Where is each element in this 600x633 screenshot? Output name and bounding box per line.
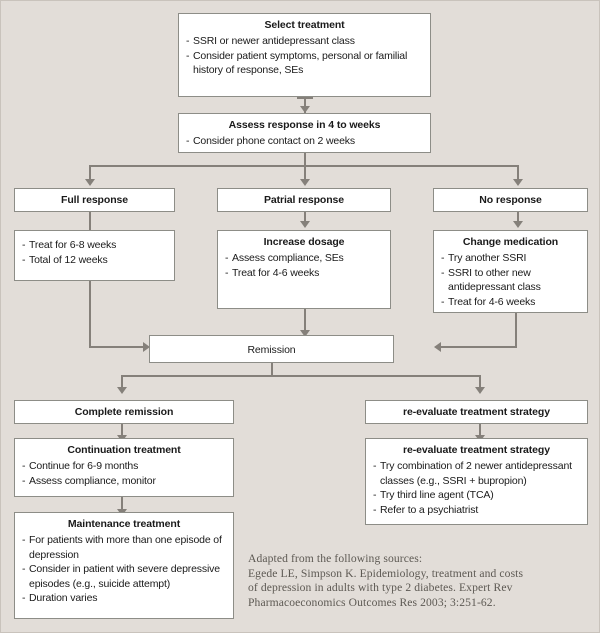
connector-partial-to-increase (304, 212, 306, 223)
list-item: Consider in patient with severe depressi… (22, 562, 226, 591)
connector-full-plan-down (89, 281, 91, 347)
node-no-response[interactable]: No response (433, 188, 588, 212)
node-maintenance-treatment[interactable]: Maintenance treatment For patients with … (14, 512, 234, 619)
partial-response-title: Patrial response (263, 194, 345, 206)
connector-two-way-split-bar (121, 375, 481, 377)
connector-split-left-drop (89, 165, 91, 181)
node-increase-dosage[interactable]: Increase dosage Assess compliance, SEs T… (217, 230, 391, 309)
connector-assess-down (304, 153, 306, 167)
list-item: SSRI to other new antidepressant class (441, 266, 580, 295)
citation-line-2: Egede LE, Simpson K. Epidemiology, treat… (248, 566, 524, 580)
increase-dosage-bullets: Assess compliance, SEs Treat for 4-6 wee… (225, 251, 383, 280)
arrowhead-remission-from-right (434, 342, 441, 352)
arrowhead-remission-from-left (143, 342, 150, 352)
arrowhead-increase-dosage (300, 221, 310, 228)
node-remission[interactable]: Remission (149, 335, 394, 363)
full-response-title: Full response (61, 194, 128, 206)
no-response-title: No response (479, 194, 542, 206)
connector-change-med-left (441, 346, 517, 348)
node-full-response-plan[interactable]: Treat for 6-8 weeks Total of 12 weeks (14, 230, 175, 281)
list-item: SSRI or newer antidepressant class (186, 34, 423, 49)
list-item: Treat for 4-6 weeks (225, 266, 383, 281)
connector-full-response-to-plan (89, 212, 91, 230)
list-item: Treat for 4-6 weeks (441, 295, 580, 310)
arrowhead-change-medication (513, 221, 523, 228)
arrowhead-full-response (85, 179, 95, 186)
citation-line-1: Adapted from the following sources: (248, 552, 423, 565)
remission-label: Remission (247, 344, 296, 356)
connector-split-center-drop (304, 165, 306, 181)
connector-full-plan-right (89, 346, 144, 348)
citation-line-4: Pharmacoeconomics Outcomes Res 2003; 3:2… (248, 595, 496, 609)
list-item: Total of 12 weeks (22, 253, 167, 268)
list-item: Treat for 6-8 weeks (22, 238, 167, 253)
list-item: Try combination of 2 newer antidepressan… (373, 459, 580, 488)
arrowhead-partial-response (300, 179, 310, 186)
node-full-response[interactable]: Full response (14, 188, 175, 212)
node-select-treatment[interactable]: Select treatment SSRI or newer antidepre… (178, 13, 431, 97)
list-item: Consider patient symptoms, personal or f… (186, 49, 423, 78)
list-item: Assess compliance, monitor (22, 474, 226, 489)
reevaluate-header-title: re-evaluate treatment strategy (403, 406, 550, 418)
connector-split-left-branch (121, 375, 123, 389)
connector-no-response-to-change (517, 212, 519, 223)
maintenance-treatment-title: Maintenance treatment (67, 518, 181, 530)
arrowhead-assess-response (300, 106, 310, 113)
node-continuation-treatment[interactable]: Continuation treatment Continue for 6-9 … (14, 438, 234, 497)
list-item: Duration varies (22, 591, 226, 606)
select-treatment-bullets: SSRI or newer antidepressant class Consi… (186, 34, 423, 78)
arrowhead-remission-from-top (300, 330, 310, 337)
node-reevaluate-header[interactable]: re-evaluate treatment strategy (365, 400, 588, 424)
connector-split-right-branch (479, 375, 481, 389)
list-item: Try third line agent (TCA) (373, 488, 580, 503)
connector-continuation-to-maintenance (121, 497, 123, 512)
connector-select-to-assess (304, 97, 306, 113)
list-item: Continue for 6-9 months (22, 459, 226, 474)
increase-dosage-title: Increase dosage (263, 236, 345, 248)
citation-line-3: of depression in adults with type 2 diab… (248, 581, 513, 595)
node-reevaluate-detail[interactable]: re-evaluate treatment strategy Try combi… (365, 438, 588, 525)
reevaluate-detail-bullets: Try combination of 2 newer antidepressan… (373, 459, 580, 517)
list-item: For patients with more than one episode … (22, 533, 226, 562)
list-item: Consider phone contact on 2 weeks (186, 134, 423, 149)
node-partial-response[interactable]: Patrial response (217, 188, 391, 212)
list-item: Assess compliance, SEs (225, 251, 383, 266)
connector-remission-down (271, 363, 273, 377)
connector-split-right-drop (517, 165, 519, 181)
change-medication-title: Change medication (462, 236, 559, 248)
assess-response-title: Assess response in 4 to weeks (228, 119, 381, 131)
maintenance-treatment-bullets: For patients with more than one episode … (22, 533, 226, 606)
arrowhead-complete-remission (117, 387, 127, 394)
select-treatment-title: Select treatment (264, 19, 345, 31)
complete-remission-title: Complete remission (74, 406, 174, 418)
node-change-medication[interactable]: Change medication Try another SSRI SSRI … (433, 230, 588, 313)
connector-complete-to-continuation (121, 424, 123, 438)
node-complete-remission[interactable]: Complete remission (14, 400, 234, 424)
full-response-plan-bullets: Treat for 6-8 weeks Total of 12 weeks (22, 238, 167, 267)
source-citation: Adapted from the following sources: Eged… (248, 552, 523, 610)
change-medication-bullets: Try another SSRI SSRI to other new antid… (441, 251, 580, 309)
connector-select-tee (297, 97, 313, 99)
continuation-treatment-bullets: Continue for 6-9 months Assess complianc… (22, 459, 226, 488)
list-item: Refer to a psychiatrist (373, 503, 580, 518)
connector-increase-to-remission (304, 309, 306, 333)
node-assess-response[interactable]: Assess response in 4 to weeks Consider p… (178, 113, 431, 153)
reevaluate-detail-title: re-evaluate treatment strategy (403, 444, 550, 456)
arrowhead-no-response (513, 179, 523, 186)
connector-change-med-down (515, 313, 517, 347)
connector-reevaluate-header-to-detail (479, 424, 481, 438)
assess-response-bullets: Consider phone contact on 2 weeks (186, 134, 423, 149)
list-item: Try another SSRI (441, 251, 580, 266)
continuation-treatment-title: Continuation treatment (67, 444, 181, 456)
arrowhead-reevaluate-header (475, 387, 485, 394)
